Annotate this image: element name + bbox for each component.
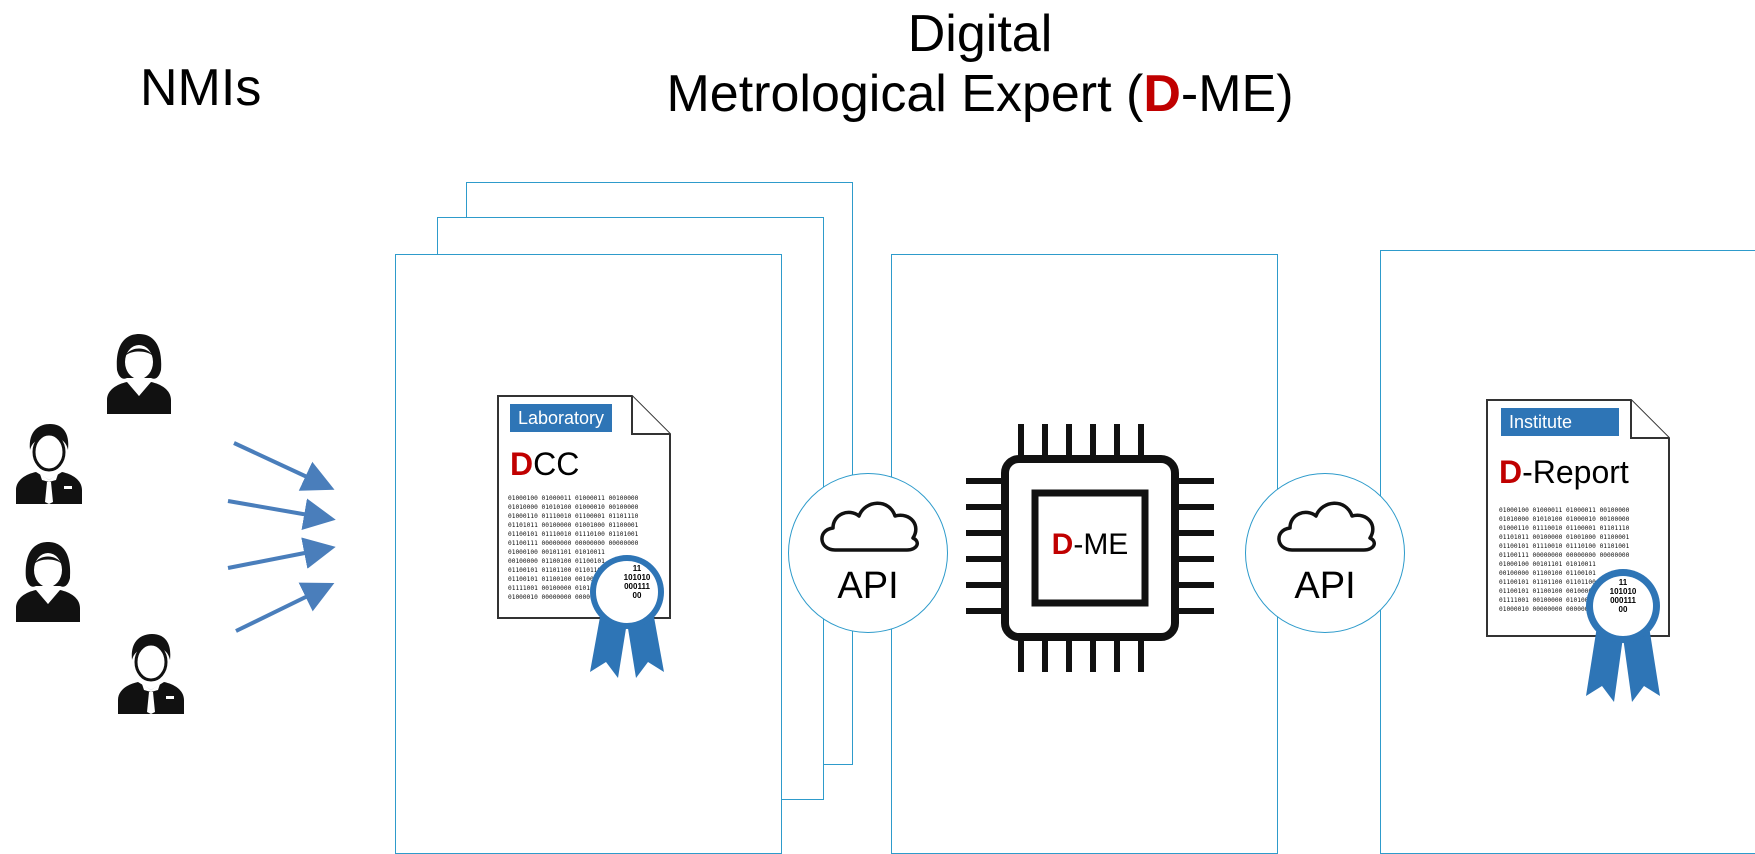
input-arrows (227, 441, 336, 633)
cloud-icon (1277, 501, 1376, 552)
arrow (227, 537, 336, 570)
dme-heading-line2: Metrological Expert (D-ME) (666, 65, 1294, 123)
api-connector-left: API (788, 473, 948, 633)
api-connector-right: API (1245, 473, 1405, 633)
api-label: API (837, 565, 899, 607)
arrow (233, 441, 335, 491)
chip-icon (966, 424, 1214, 672)
api-label: API (1294, 565, 1356, 607)
doc-binary-text: 01000100 01000011 01000011 00100000 0101… (1499, 507, 1630, 613)
woman-user-icon (16, 542, 80, 622)
dme-heading-d: D (1143, 65, 1181, 123)
nmis-heading: NMIs (140, 59, 262, 117)
man-user-icon (118, 634, 184, 714)
doc-binary-text: 01000100 01000011 01000011 00100000 0101… (508, 495, 639, 601)
arrow (227, 498, 336, 531)
doc-title: D-Report (1499, 454, 1629, 490)
man-user-icon (16, 424, 82, 504)
dme-heading: Digital Metrological Expert (D-ME) (660, 4, 1300, 124)
arrow (235, 582, 335, 633)
woman-user-icon (107, 334, 171, 414)
diagram-canvas: NMIs Digital Metrological Expert (D-ME) (16, 4, 1755, 854)
doc-tag: Laboratory (510, 404, 613, 432)
dcc-document: Laboratory DCC 01000100 01000011 0100001… (496, 394, 671, 684)
certificate-ribbon-icon (1586, 569, 1660, 702)
certificate-ribbon-icon (590, 555, 664, 678)
report-document: Institute D-Report 01000100 01000011 010… (1485, 398, 1670, 708)
doc-title: DCC (510, 446, 580, 482)
dme-heading-line1: Digital (907, 5, 1053, 63)
chip-label: D-ME (1051, 528, 1129, 561)
doc-tag: Institute (1501, 408, 1619, 436)
cloud-icon (820, 501, 919, 552)
